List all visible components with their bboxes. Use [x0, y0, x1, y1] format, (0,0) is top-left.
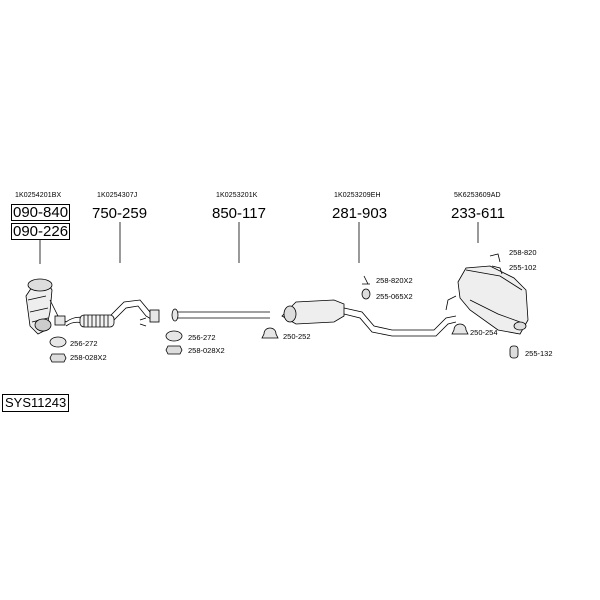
part-number-middle-pipe[interactable]: 850-117 — [212, 205, 266, 222]
fitting-bolt-1[interactable]: 258-028X2 — [70, 353, 107, 362]
fitting-clamp-2[interactable]: 250-254 — [470, 328, 498, 337]
oe-number-catalyst: 1K0254201BX — [15, 192, 62, 199]
part-number-rear-silencer[interactable]: 233-611 — [451, 205, 505, 222]
fitting-gasket-2[interactable]: 256-272 — [188, 333, 216, 342]
fitting-gasket-1[interactable]: 256-272 — [70, 339, 98, 348]
oe-number-middle-pipe: 1K0253201K — [216, 192, 258, 199]
oe-number-rear-silencer: 5K6253609AD — [454, 192, 501, 199]
part-number-centre-silencer[interactable]: 281-903 — [332, 205, 388, 222]
fitting-hanger-1[interactable]: 255-065X2 — [376, 292, 413, 301]
fitting-clamp-1[interactable]: 250-252 — [283, 332, 311, 341]
fitting-hanger-3[interactable]: 255-132 — [525, 349, 553, 358]
part-number-catalyst-1[interactable]: 090-840 — [11, 204, 71, 221]
part-number-catalyst-2[interactable]: 090-226 — [11, 223, 71, 240]
oe-number-front-pipe: 1K0254307J — [97, 192, 138, 199]
system-id-label: SYS11243 — [2, 394, 70, 412]
part-number-front-pipe[interactable]: 750-259 — [92, 205, 148, 222]
fitting-bolt-3[interactable]: 258-820X2 — [376, 276, 413, 285]
fitting-hanger-2[interactable]: 255-102 — [509, 263, 537, 272]
fitting-bolt-4[interactable]: 258-820 — [509, 248, 537, 257]
fitting-bolt-2[interactable]: 258-028X2 — [188, 346, 225, 355]
oe-number-centre-silencer: 1K0253209EH — [334, 192, 381, 199]
